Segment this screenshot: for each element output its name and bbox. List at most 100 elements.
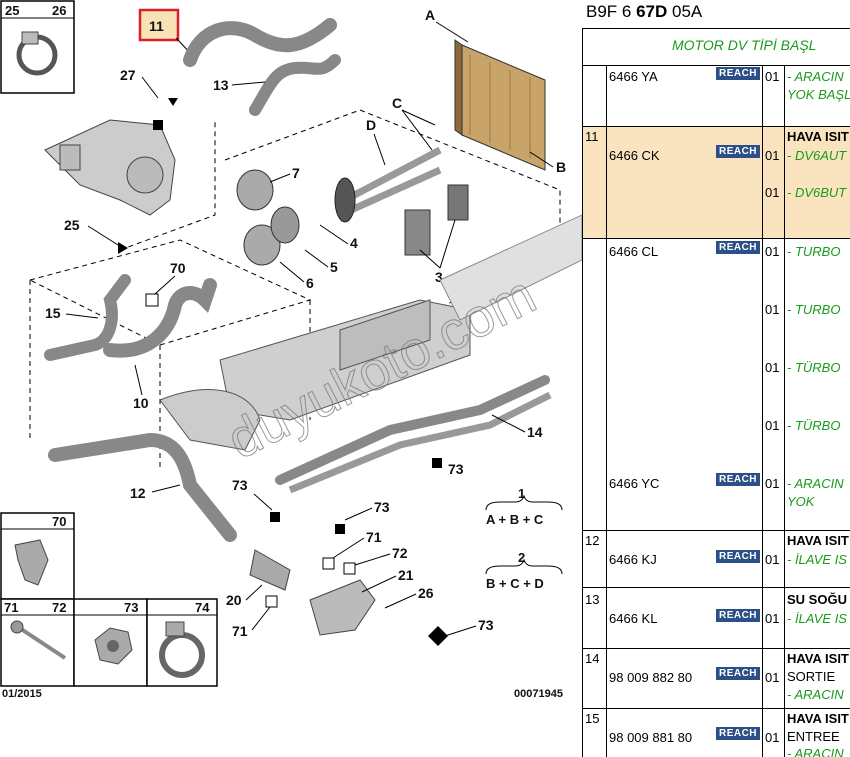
description: - DV6BUT <box>787 185 847 200</box>
callout-C: C <box>392 95 402 111</box>
description: - DV6AUT <box>787 148 847 163</box>
description: - TURBO <box>787 244 841 259</box>
exploded-parts-diagram: 25 26 11 13 27 25 15 70 10 12 <box>0 0 582 700</box>
ref-number: 12 <box>585 533 600 548</box>
hose-15 <box>44 274 131 361</box>
reach-badge: REACH <box>716 145 760 158</box>
diagram-svg: 25 26 11 13 27 25 15 70 10 12 <box>0 0 582 700</box>
description: - TÜRBO <box>787 418 841 433</box>
callout-70: 70 <box>170 260 186 276</box>
description-cont: YOK <box>787 494 815 509</box>
part-number: 6466 YC <box>609 476 660 491</box>
callout-73-d: 73 <box>478 617 494 633</box>
detail-box-73: 73 <box>73 598 148 687</box>
reach-badge: REACH <box>716 67 760 80</box>
part-title: HAVA ISIT <box>787 533 849 548</box>
reach-badge: REACH <box>716 727 760 740</box>
callout-A: A <box>425 7 435 23</box>
svg-text:2: 2 <box>518 550 525 565</box>
quantity: 01 <box>765 360 780 375</box>
part-subtitle: SORTIE <box>787 669 836 684</box>
part-number: 6466 YA <box>609 69 658 84</box>
formula-1: 1 A + B + C <box>485 486 563 527</box>
quantity: 01 <box>765 730 780 745</box>
parts-table: B9F 6 67D 05A MOTOR DV TİPİ BAŞL 6466 YA… <box>582 0 850 757</box>
callout-12: 12 <box>130 485 146 501</box>
callout-73-b: 73 <box>232 477 248 493</box>
svg-text:B + C + D: B + C + D <box>486 576 544 591</box>
svg-text:74: 74 <box>195 600 210 615</box>
quantity: 01 <box>765 611 780 626</box>
quantity: 01 <box>765 552 780 567</box>
description-cont: YOK BAŞL <box>787 87 850 102</box>
callout-21: 21 <box>398 567 414 583</box>
quantity: 01 <box>765 69 780 84</box>
quantity: 01 <box>765 476 780 491</box>
corner-label-25: 25 <box>5 3 19 18</box>
callout-3: 3 <box>435 269 443 285</box>
ref-number: 11 <box>585 129 599 144</box>
svg-text:A + B + C: A + B + C <box>486 512 544 527</box>
callout-10: 10 <box>133 395 149 411</box>
callout-6: 6 <box>306 275 314 291</box>
egr-cooler-assembly <box>159 214 582 451</box>
part-number: 98 009 882 80 <box>609 670 693 685</box>
reach-badge: REACH <box>716 473 760 486</box>
callout-B: B <box>556 159 566 175</box>
hose-11 <box>183 18 337 67</box>
row-highlight-bg <box>582 126 850 238</box>
description: - ARACIN <box>787 476 844 491</box>
reach-badge: REACH <box>716 550 760 563</box>
ref-number: 14 <box>585 651 600 666</box>
corner-label-26: 26 <box>52 3 66 18</box>
part-number: 6466 KL <box>609 611 658 626</box>
detail-box-71-72: 71 72 <box>0 598 75 687</box>
table-title: MOTOR DV TİPİ BAŞL <box>672 37 817 53</box>
description: - ARACIN <box>787 69 844 84</box>
svg-text:11: 11 <box>149 18 164 34</box>
part-number: 6466 CK <box>609 148 660 163</box>
callout-15: 15 <box>45 305 61 321</box>
callout-5: 5 <box>330 259 338 275</box>
quantity: 01 <box>765 185 780 200</box>
part-title: HAVA ISIT <box>787 129 849 144</box>
callout-71: 71 <box>366 529 382 545</box>
hose-12 <box>48 432 237 542</box>
callout-27: 26 <box>418 585 434 601</box>
callout-72: 72 <box>392 545 408 561</box>
hose-14 <box>249 54 341 116</box>
quantity: 01 <box>765 418 780 433</box>
hose-10 <box>103 278 217 358</box>
callout-D: D <box>366 117 376 133</box>
callout-25: 25 <box>64 217 80 233</box>
callout-71-b: 71 <box>232 623 248 639</box>
reach-badge: REACH <box>716 241 760 254</box>
hose-13 <box>275 375 550 485</box>
quantity: 01 <box>765 148 780 163</box>
callout-14: 13 <box>213 77 229 93</box>
svg-text:73: 73 <box>124 600 138 615</box>
callout-26: 27 <box>120 67 136 83</box>
quantity: 01 <box>765 302 780 317</box>
detail-box-70: 70 <box>0 512 75 600</box>
part-subtitle: ENTREE <box>787 729 840 744</box>
callout-13: 14 <box>527 424 543 440</box>
part-title: HAVA ISIT <box>787 651 849 666</box>
diagram-date: 01/2015 <box>2 688 42 700</box>
svg-text:72: 72 <box>52 600 66 615</box>
ref-number: 15 <box>585 711 600 726</box>
clamp-detail-box: 25 26 <box>0 0 75 94</box>
description: - TURBO <box>787 302 841 317</box>
callout-7: 7 <box>292 165 300 181</box>
part-title: HAVA ISIT <box>787 711 849 726</box>
description: - ARACIN <box>787 687 844 702</box>
callout-20: 20 <box>226 592 242 608</box>
callout-73-a: 73 <box>448 461 464 477</box>
callout-4: 4 <box>350 235 358 251</box>
description: - İLAVE IS <box>787 552 847 567</box>
quantity: 01 <box>765 670 780 685</box>
svg-text:71: 71 <box>4 600 18 615</box>
part-number: 98 009 881 80 <box>609 730 693 745</box>
svg-text:70: 70 <box>52 514 66 529</box>
part-number: 6466 CL <box>609 244 659 259</box>
